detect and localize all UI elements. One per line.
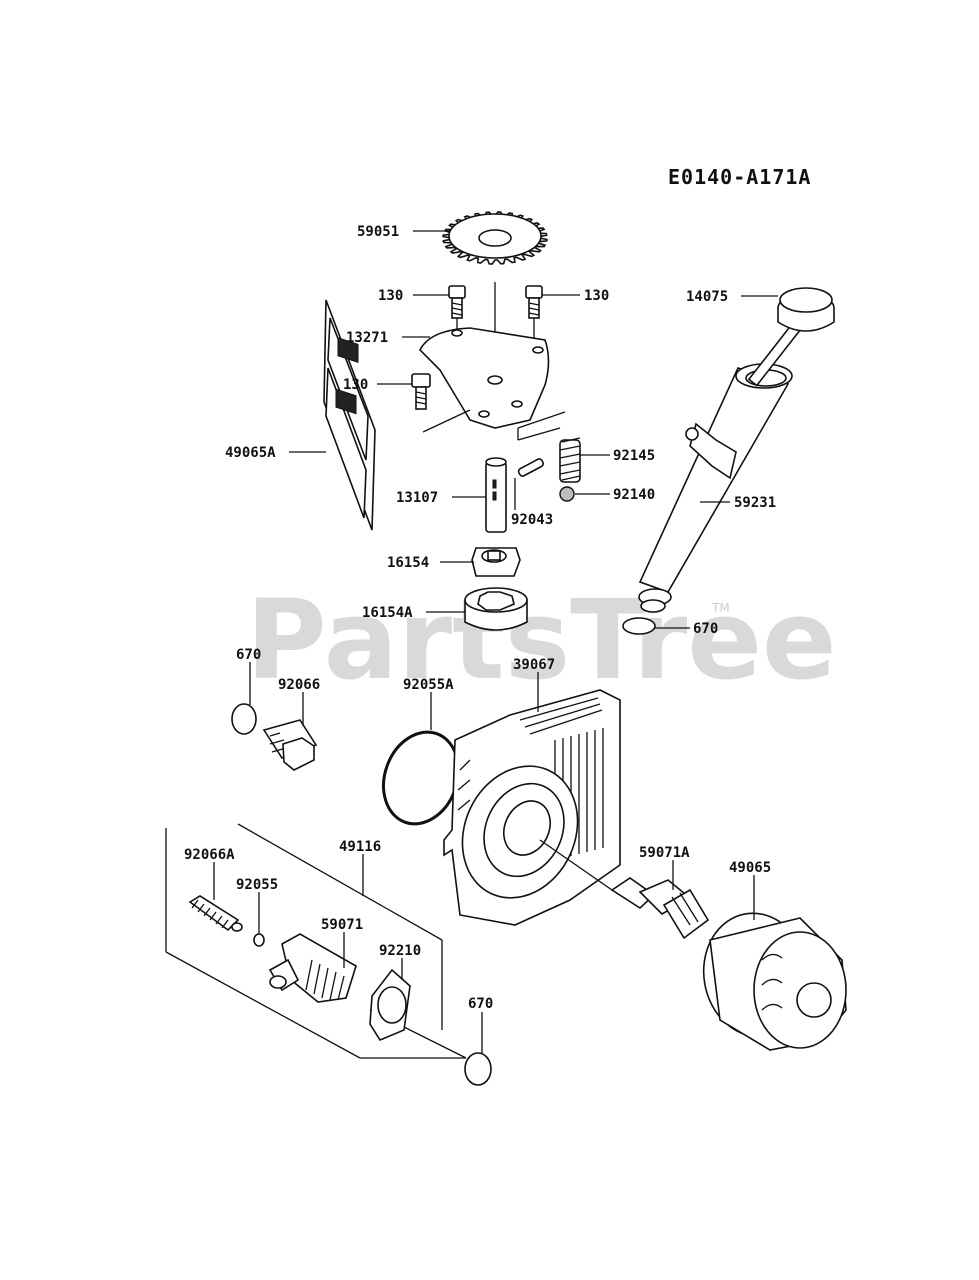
label-92043[interactable]: 92043: [511, 512, 553, 528]
pump-cover-plate[interactable]: [419, 327, 566, 441]
label-92066[interactable]: 92066: [278, 677, 320, 693]
part-labels: 59051 130 130 13271 130 49065A 92145 921…: [184, 224, 776, 1012]
label-670-tube[interactable]: 670: [693, 621, 718, 637]
label-59051[interactable]: 59051: [357, 224, 399, 240]
label-49065[interactable]: 49065: [729, 860, 771, 876]
label-92066A[interactable]: 92066A: [184, 847, 235, 863]
label-49116[interactable]: 49116: [339, 839, 381, 855]
label-39067[interactable]: 39067: [513, 657, 555, 673]
label-16154A[interactable]: 16154A: [362, 605, 413, 621]
watermark-text: PartsTree: [246, 576, 837, 704]
label-59071A[interactable]: 59071A: [639, 845, 690, 861]
oil-pump-gear[interactable]: [442, 211, 548, 378]
oil-filter[interactable]: [694, 905, 847, 1051]
o-ring-670-plug[interactable]: [231, 703, 257, 735]
tee-fitting-59071[interactable]: [268, 933, 357, 1003]
o-ring-670-tube[interactable]: [622, 617, 656, 635]
label-670-plug[interactable]: 670: [236, 647, 261, 663]
pump-shaft[interactable]: [485, 457, 507, 533]
label-16154[interactable]: 16154: [387, 555, 429, 571]
label-14075[interactable]: 14075: [686, 289, 728, 305]
steel-ball[interactable]: [559, 486, 575, 502]
relief-spring[interactable]: [559, 437, 581, 483]
watermark: PartsTree TM: [246, 576, 837, 704]
connector-nipple[interactable]: [610, 877, 710, 940]
watermark-trademark: TM: [711, 601, 730, 615]
label-59231[interactable]: 59231: [734, 495, 776, 511]
label-130-left[interactable]: 130: [378, 288, 403, 304]
kit-bracket: [165, 823, 467, 1059]
union-bolt-92066A[interactable]: [188, 895, 243, 932]
label-92055A[interactable]: 92055A: [403, 677, 454, 693]
bolt-130-lower[interactable]: [411, 373, 431, 410]
label-59071[interactable]: 59071: [321, 917, 363, 933]
oil-filter-base[interactable]: [441, 689, 621, 926]
oil-filler-tube[interactable]: [638, 363, 793, 613]
small-o-ring-92055[interactable]: [253, 933, 265, 947]
label-92140[interactable]: 92140: [613, 487, 655, 503]
label-49065A[interactable]: 49065A: [225, 445, 276, 461]
diagram-code: E0140-A171A: [668, 165, 811, 189]
pin-92043[interactable]: [517, 458, 545, 477]
o-ring-670-bottom[interactable]: [464, 1052, 492, 1086]
outer-rotor[interactable]: [464, 587, 528, 631]
dipstick-cap[interactable]: [747, 287, 835, 387]
inner-rotor[interactable]: [471, 547, 521, 577]
leader-lines: [213, 230, 778, 1053]
label-13107[interactable]: 13107: [396, 490, 438, 506]
nut-92210[interactable]: [369, 968, 411, 1041]
label-92055[interactable]: 92055: [236, 877, 278, 893]
bolt-130-left[interactable]: [448, 285, 466, 332]
drain-plug[interactable]: [262, 719, 318, 771]
label-92145[interactable]: 92145: [613, 448, 655, 464]
label-670-bottom[interactable]: 670: [468, 996, 493, 1012]
label-130-lower[interactable]: 130: [343, 377, 368, 393]
oil-strainer-screen[interactable]: [323, 299, 376, 531]
label-13271[interactable]: 13271: [346, 330, 388, 346]
bolt-130-right[interactable]: [525, 285, 543, 345]
label-130-right[interactable]: 130: [584, 288, 609, 304]
label-92210[interactable]: 92210: [379, 943, 421, 959]
